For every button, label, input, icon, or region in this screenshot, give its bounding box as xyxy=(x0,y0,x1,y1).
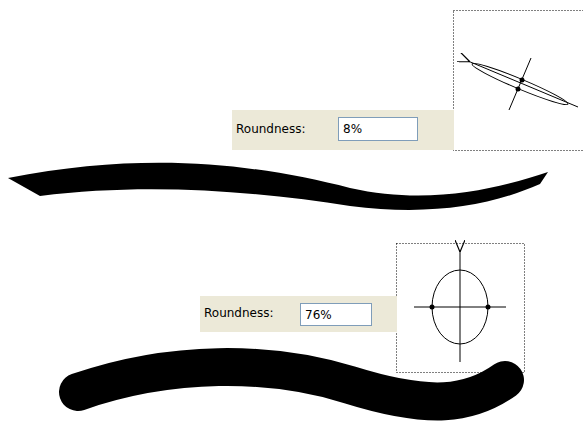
setting-panel: Roundness: 8% xyxy=(232,110,454,150)
brush-tip-thin xyxy=(468,58,578,110)
field-label: Roundness: xyxy=(204,306,274,320)
setting-panel: Roundness: 76% xyxy=(200,296,397,332)
value-field: 8% xyxy=(338,117,418,141)
preview-box xyxy=(454,11,583,151)
field-value: 76% xyxy=(305,308,332,322)
round-brush-stroke xyxy=(78,367,505,401)
thin-brush-stroke xyxy=(8,163,548,210)
value-field: 76% xyxy=(300,303,372,326)
field-value: 8% xyxy=(343,122,362,136)
field-label: Roundness: xyxy=(236,122,306,136)
brush-tip-round xyxy=(414,250,506,362)
preview-box xyxy=(397,244,525,373)
